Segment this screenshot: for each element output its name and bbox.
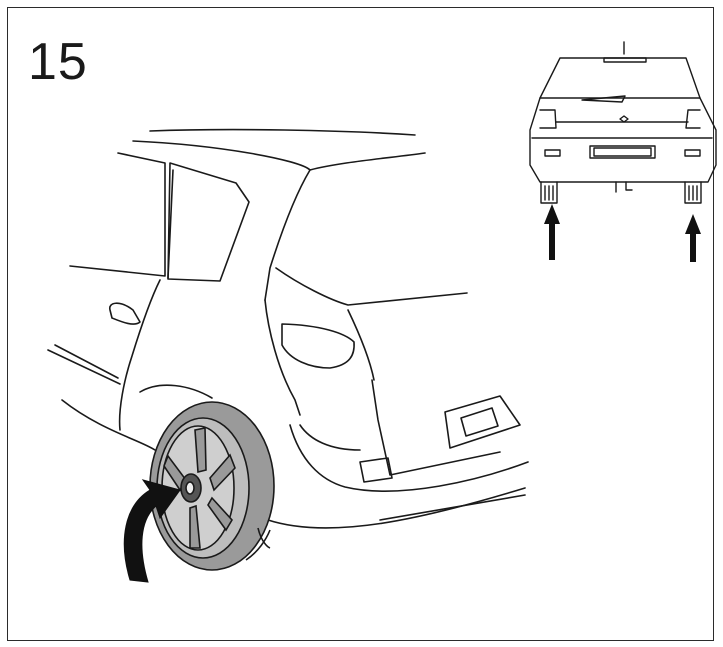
rear-wiper [581,95,626,103]
rear-windshield [539,57,701,99]
tailgate [371,379,501,476]
inset-license-plate [589,145,656,159]
license-plate [444,395,521,449]
side-window [69,152,166,277]
rear-door [118,279,161,431]
car-body-outline [529,97,717,183]
tail-light [281,323,355,369]
curved-arrow-icon [123,479,181,583]
up-arrow-icon [685,214,701,262]
rear-bumper [289,424,529,492]
roof-line [149,128,416,136]
rear-left-wheel [149,401,275,571]
instruction-panel-frame [7,7,714,641]
up-arrow-icon [544,204,560,260]
door-handle [109,302,141,325]
step-number: 15 [28,33,88,91]
